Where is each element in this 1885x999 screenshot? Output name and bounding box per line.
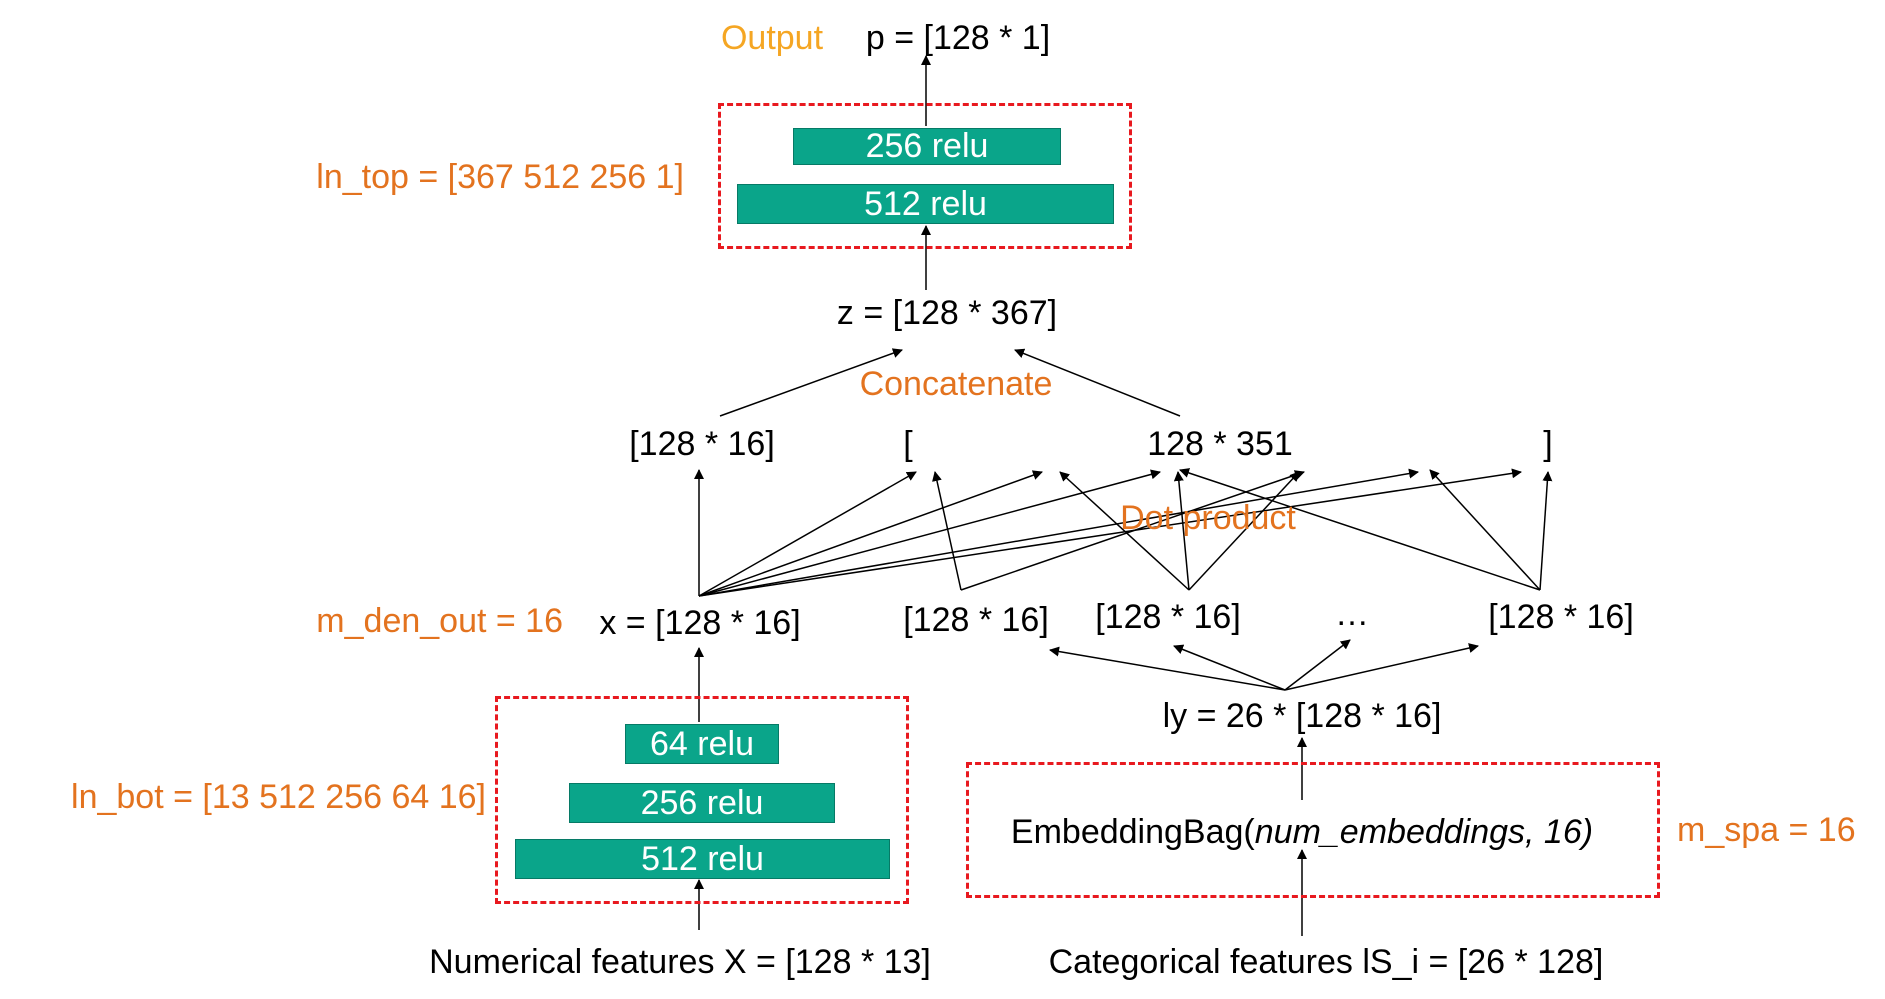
dense-vector-label: [128 * 16] <box>629 425 775 463</box>
arrow-emb2-to-dot-2 <box>1173 471 1190 591</box>
embedding-bag-prefix: EmbeddingBag( <box>1010 813 1255 851</box>
arrow-emb3-to-dot-3 <box>1179 468 1541 591</box>
arrow-x-to-dot-3 <box>698 469 1161 597</box>
arrow-x-to-dot-5 <box>698 468 1522 597</box>
embedding-bag-args: num_embeddings, 16) <box>1254 813 1594 851</box>
categorical-features-label: Categorical features lS_i = [26 * 128] <box>1048 943 1604 981</box>
arrow-ly-to-ellipsis <box>1284 639 1351 691</box>
dot-product-label: Dot product <box>1120 499 1296 537</box>
arrow-x-to-dot-4 <box>698 468 1419 597</box>
arrow-emb2-to-dot-1 <box>1059 471 1190 591</box>
arrow-x-to-dot-2 <box>698 470 1043 597</box>
embedding-vector-3: [128 * 16] <box>1488 598 1634 636</box>
ln-bot-label: ln_bot = [13 512 256 64 16] <box>71 778 486 816</box>
top-mlp-box <box>718 103 1132 249</box>
arrow-ly-to-emb2 <box>1173 644 1286 691</box>
output-label: Output <box>720 19 824 57</box>
m-spa-label: m_spa = 16 <box>1677 811 1856 849</box>
arrow-emb3-to-dot-1 <box>1429 469 1541 591</box>
embedding-vector-2: [128 * 16] <box>1095 598 1241 636</box>
arrow-emb2-to-dot-3 <box>1188 471 1300 591</box>
top-layer-256-relu: 256 relu <box>793 127 1061 165</box>
bottom-layer-512-relu: 512 relu <box>515 839 890 879</box>
arrow-emb3-to-dot-2 <box>1539 471 1553 591</box>
bottom-layer-64-relu: 64 relu <box>625 724 779 764</box>
embedding-vector-1: [128 * 16] <box>903 601 1049 639</box>
bottom-layer-256-relu: 256 relu <box>569 783 835 823</box>
interaction-vector-label: 128 * 351 <box>1147 425 1293 463</box>
ln-top-label: ln_top = [367 512 256 1] <box>316 158 684 196</box>
output-value: p = [128 * 1] <box>865 19 1051 57</box>
ly-label: ly = 26 * [128 * 16] <box>1162 697 1442 735</box>
arrow-ly-to-emb3 <box>1284 643 1479 691</box>
x-label: x = [128 * 16] <box>599 604 801 642</box>
arrow-ly-to-emb1 <box>1049 646 1286 691</box>
numerical-features-label: Numerical features X = [128 * 13] <box>429 943 931 981</box>
z-label: z = [128 * 367] <box>836 294 1058 332</box>
m-den-out-label: m_den_out = 16 <box>316 602 563 640</box>
top-layer-512-relu: 512 relu <box>737 184 1114 224</box>
concatenate-label: Concatenate <box>859 365 1053 403</box>
open-bracket: [ <box>903 425 913 463</box>
arrow-emb1-to-dot-1 <box>932 471 962 591</box>
close-bracket: ] <box>1543 425 1553 463</box>
arrow-interaction-to-concat <box>1014 348 1181 417</box>
arrow-x-to-dot-1 <box>698 471 917 597</box>
bottom-mlp-box <box>495 696 909 904</box>
embedding-bag-label: EmbeddingBag(num_embeddings, 16) <box>1011 815 1593 849</box>
embedding-box <box>966 762 1660 898</box>
ellipsis: … <box>1335 595 1369 633</box>
arrow-dense-to-concat <box>719 348 903 417</box>
